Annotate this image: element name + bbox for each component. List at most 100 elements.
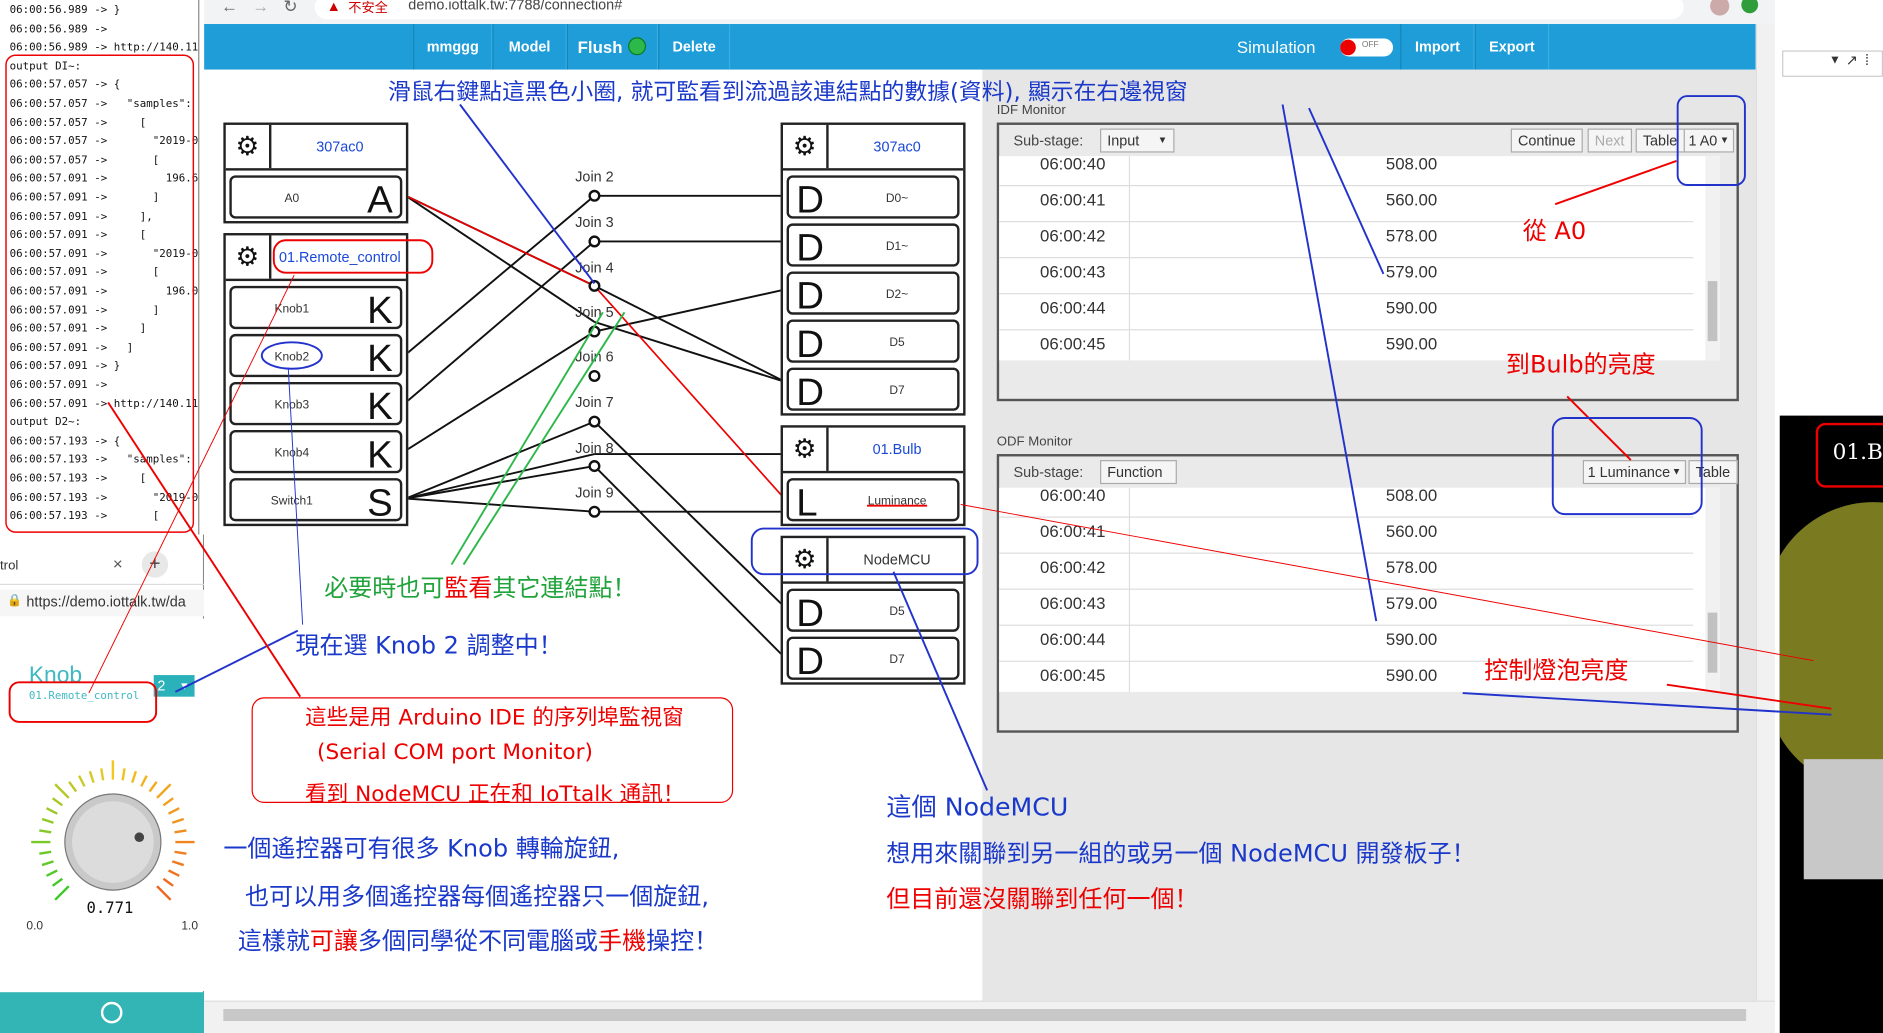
- serial-line: 06:00:57.091 -> ]: [9, 304, 160, 317]
- project-button[interactable]: mmggg: [413, 24, 493, 70]
- delete-button[interactable]: Delete: [658, 24, 731, 70]
- more-icon[interactable]: ⁞: [1864, 51, 1870, 69]
- close-tab-icon[interactable]: ×: [112, 553, 123, 573]
- bulb-toolbar: ▼ ↗ ⁞: [1782, 50, 1883, 77]
- odf-substage-value: Function: [1107, 463, 1163, 481]
- serial-line: 06:00:57.091 -> http://140.113.1: [9, 398, 200, 411]
- join-label[interactable]: Join 4: [575, 259, 614, 277]
- flush-button[interactable]: Flush: [566, 24, 659, 70]
- odf-monitor-title: ODF Monitor: [996, 434, 1073, 450]
- odf-feature-select[interactable]: 1 Luminance▼: [1582, 460, 1687, 485]
- dropdown-arrow-icon: ▼: [1719, 134, 1730, 146]
- annotation-remote-line3: 這樣就可讓多個同學從不同電腦或手機操控！: [237, 926, 719, 955]
- forward-icon[interactable]: →: [252, 0, 270, 16]
- next-button[interactable]: Next: [1587, 128, 1632, 153]
- table-button[interactable]: Table: [1688, 460, 1738, 485]
- back-icon[interactable]: ←: [220, 0, 238, 16]
- bulb-app: ▼ ↗ ⁞ 01.Bu: [1774, 0, 1883, 1033]
- annotation-from-a0: 從 A0: [1522, 216, 1587, 246]
- table-button[interactable]: Table: [1635, 128, 1685, 153]
- serial-line: 06:00:57.193 -> [: [9, 473, 147, 486]
- device-name[interactable]: 307ac0: [316, 138, 364, 155]
- serial-line: 06:00:56.989 -> }: [9, 4, 121, 17]
- serial-line: 06:00:57.091 -> "2019-05-1: [9, 248, 200, 261]
- knob-address-bar[interactable]: 🔒 https://demo.iottalk.tw/da: [0, 589, 205, 617]
- gear-icon[interactable]: ⚙: [226, 235, 272, 279]
- reload-icon[interactable]: ↻: [283, 0, 298, 16]
- idf-feature-value: 1 A0: [1688, 132, 1718, 149]
- join-label[interactable]: Join 5: [575, 303, 614, 321]
- knob-number-select[interactable]: 2▼: [153, 675, 195, 697]
- serial-line: 06:00:57.091 -> ]: [9, 192, 160, 205]
- idf-feature-select[interactable]: 1 A0▼: [1683, 128, 1735, 153]
- page-scrollbar[interactable]: [1755, 24, 1775, 1001]
- horizontal-scrollbar[interactable]: [204, 1000, 1775, 1033]
- feature-d1[interactable]: D1~D: [786, 223, 960, 269]
- simulation-toggle[interactable]: OFF: [1340, 38, 1394, 57]
- model-button[interactable]: Model: [492, 24, 567, 70]
- annotation-control-bulb: 控制燈泡亮度: [1484, 655, 1629, 685]
- avatar[interactable]: [1710, 0, 1730, 16]
- feature-d0[interactable]: D0~D: [786, 175, 960, 221]
- idf-substage-value: Input: [1107, 132, 1140, 149]
- join-label[interactable]: Join 8: [575, 439, 614, 457]
- idf-scrollbar[interactable]: [1705, 156, 1720, 361]
- device-name[interactable]: NodeMCU: [863, 551, 931, 569]
- knob-max: 1.0: [181, 920, 199, 934]
- remote-control-app: trol × + 🔒 https://demo.iottalk.tw/da Kn…: [0, 534, 205, 1033]
- bulb-name-box: [1815, 422, 1883, 488]
- knob-dial[interactable]: [10, 751, 197, 931]
- gear-icon[interactable]: ⚙: [226, 124, 272, 169]
- device-name[interactable]: 307ac0: [873, 138, 921, 155]
- gear-icon[interactable]: ⚙: [783, 427, 829, 471]
- device-name[interactable]: 01.Bulb: [872, 440, 922, 458]
- gear-icon[interactable]: ⚙: [783, 538, 829, 582]
- address-bar[interactable]: ▲ 不安全 demo.iottalk.tw:7788/connection#: [314, 0, 1684, 20]
- continue-button[interactable]: Continue: [1510, 128, 1583, 153]
- update-icon[interactable]: [1741, 0, 1759, 14]
- expand-icon[interactable]: ↗: [1845, 51, 1858, 69]
- serial-line: output D2~:: [9, 417, 82, 430]
- annotation-nodemcu-line1: 這個 NodeMCU: [886, 792, 1069, 822]
- device-name: 01.Remote_control: [28, 690, 140, 703]
- join-label[interactable]: Join 7: [575, 393, 614, 411]
- flush-status-icon: [628, 37, 647, 56]
- serial-line: 06:00:56.989 -> http://140.113.1: [9, 42, 200, 55]
- odf-substage-select[interactable]: Function▼: [1100, 460, 1177, 498]
- dropdown-arrow-icon: ▼: [179, 679, 190, 692]
- odf-monitor-panel: Sub-stage: Function▼ 1 Luminance▼ Table …: [996, 454, 1739, 733]
- join-label[interactable]: Join 3: [575, 213, 614, 231]
- join-label[interactable]: Join 2: [575, 168, 614, 185]
- odf-scrollbar[interactable]: [1705, 487, 1720, 692]
- join-label[interactable]: Join 9: [575, 484, 614, 501]
- feature-d2[interactable]: D2~D: [786, 271, 960, 317]
- simulation-state: OFF: [1361, 40, 1379, 50]
- import-button[interactable]: Import: [1400, 24, 1475, 70]
- gauge-icon[interactable]: [100, 1001, 123, 1024]
- serial-line: 06:00:57.193 -> "2019-05-1: [9, 492, 200, 505]
- idf-substage-select[interactable]: Input▼: [1100, 128, 1175, 153]
- gear-icon[interactable]: ⚙: [783, 124, 829, 169]
- dropdown-arrow-icon[interactable]: ▼: [1828, 54, 1841, 68]
- knob-title: Knob: [28, 663, 83, 689]
- tab-title[interactable]: trol: [0, 558, 19, 573]
- new-tab-icon[interactable]: +: [141, 551, 169, 578]
- join-label[interactable]: Join 6: [575, 348, 614, 366]
- device-name[interactable]: 01.Remote_control: [278, 248, 401, 266]
- export-button[interactable]: Export: [1474, 24, 1550, 70]
